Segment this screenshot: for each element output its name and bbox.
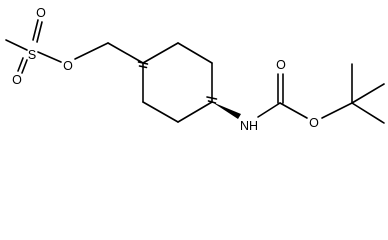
- ester-oxygen-label: O: [63, 59, 73, 73]
- s-o-ester-bond: [37, 51, 62, 63]
- sulfonyl-oxygen-bottom-label: O: [12, 73, 22, 87]
- ring-bond-1: [142, 42, 179, 64]
- stereo-hash-left-2: [138, 65, 148, 69]
- methyl-s-bond: [5, 39, 28, 51]
- ring-bond-2: [177, 42, 213, 64]
- sulfur-label: S: [28, 48, 36, 62]
- tbu-methyl-right-bond: [351, 83, 385, 104]
- carbamate-nh-label: NH: [240, 119, 258, 133]
- s-o-top-double-bond-a: [32, 19, 39, 41]
- ether-oxygen-label: O: [309, 116, 319, 130]
- s-o-top-double-bond-b: [36, 21, 43, 43]
- o-ch2-bond: [74, 42, 109, 60]
- stereo-hash-left-1: [137, 61, 149, 65]
- nh-carbonyl-bond: [257, 102, 281, 118]
- ring-bond-5: [142, 101, 179, 123]
- s-o-bottom-double-bond-b: [21, 59, 28, 74]
- s-o-bottom-double-bond-a: [17, 57, 24, 72]
- sulfonyl-oxygen-top-label: O: [36, 6, 46, 20]
- carbonyl-ether-o-bond: [279, 102, 308, 119]
- carbonyl-oxygen-label: O: [276, 58, 286, 72]
- wedge-bond-to-nh: [212, 102, 241, 119]
- tbu-methyl-bottom-bond: [351, 102, 385, 124]
- ether-o-quaternary-c-bond: [321, 102, 353, 119]
- chemical-structure-diagram: O S O O NH O O: [5, 6, 385, 133]
- ch2-ring-bond: [107, 42, 144, 64]
- stereo-hash-right-2: [206, 96, 218, 100]
- ring-bond-4: [177, 101, 213, 123]
